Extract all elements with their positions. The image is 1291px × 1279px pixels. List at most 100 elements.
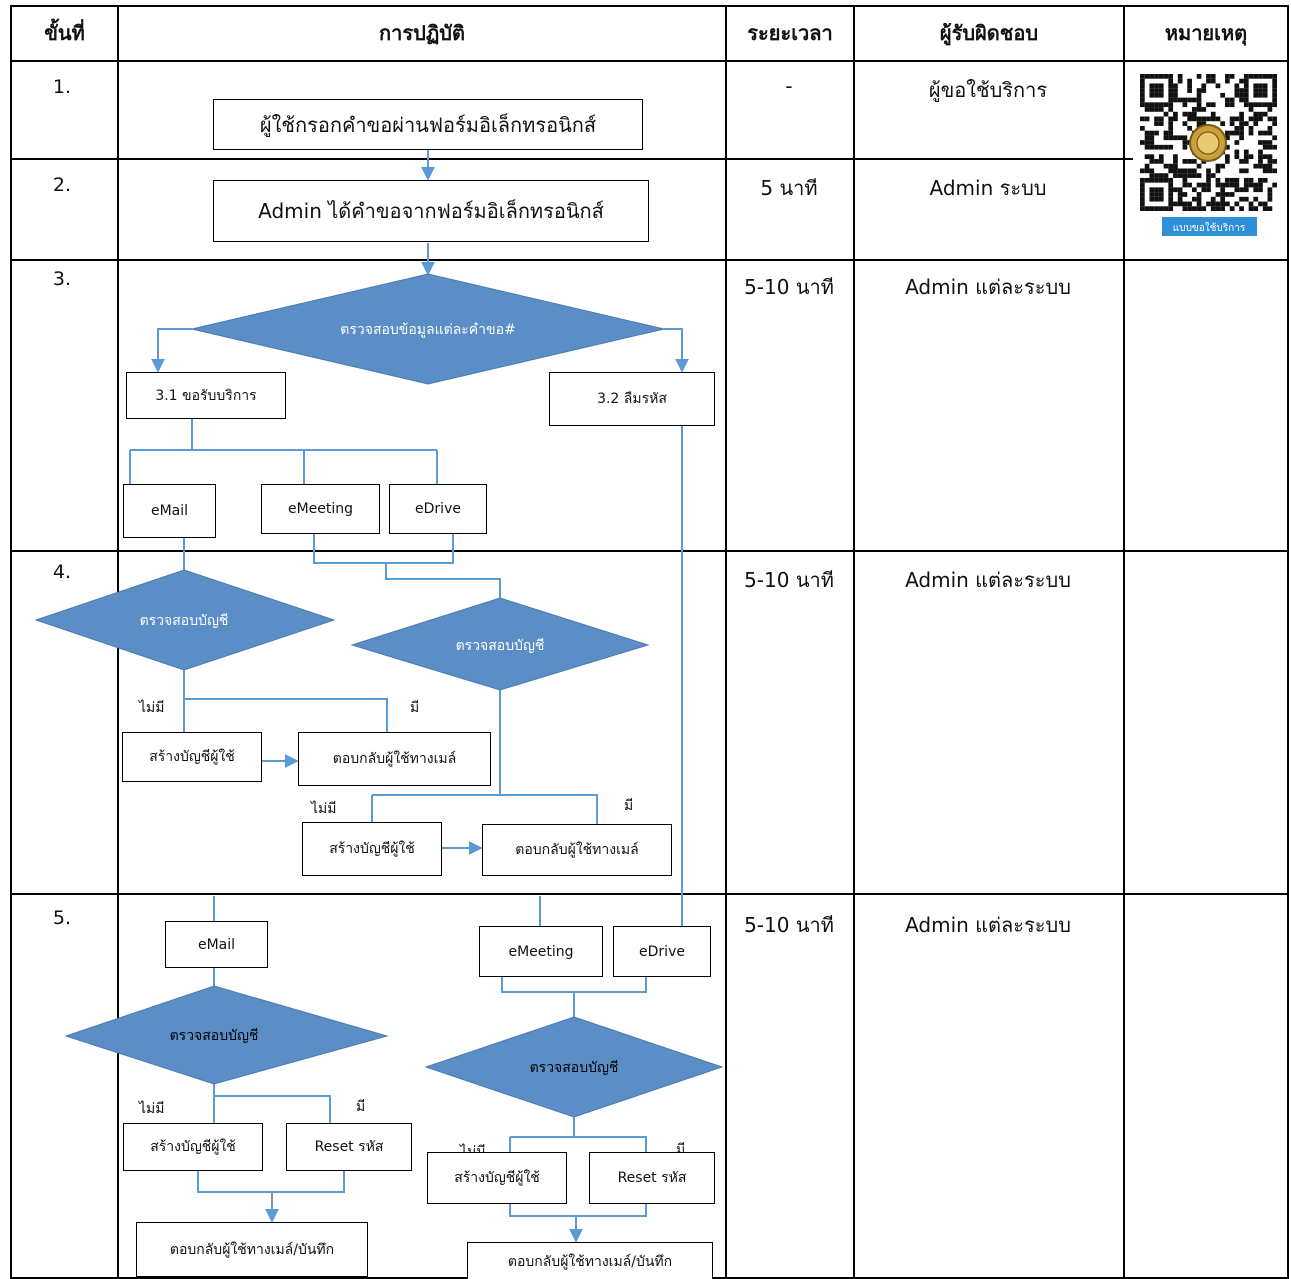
qr-module [1243,159,1249,164]
duration-value: - [785,74,793,98]
duration-value: 5 นาที [760,176,818,200]
qr-module [1177,168,1183,174]
qr-module [1262,163,1268,169]
qr-module [1262,102,1268,108]
qr-module [1206,116,1211,122]
qr-module [1158,206,1164,211]
owner-value: Admin ระบบ [929,176,1047,200]
qr-module [1262,154,1268,160]
qr-module [1173,173,1178,178]
table-col-divider [853,5,855,1279]
step-number: 2. [52,174,72,196]
qr-module [1140,74,1145,79]
qr-module [1234,125,1240,131]
qr-module [1154,102,1159,108]
qr-module [1149,130,1155,136]
qr-module [1168,92,1174,98]
qr-module [1206,182,1211,188]
qr-module [1177,192,1183,197]
qr-module [1239,125,1244,131]
qr-module [1248,177,1254,183]
qr-module [1173,159,1178,164]
qr-module [1182,135,1188,141]
qr-module [1168,107,1174,112]
qr-module [1191,159,1197,164]
qr-module [1196,121,1202,126]
qr-module [1158,159,1164,164]
qr-module [1243,78,1249,84]
qr-module [1262,83,1268,89]
qr-module [1201,182,1207,188]
qr-module [1187,206,1192,211]
qr-module [1140,92,1145,98]
qr-module [1158,144,1164,150]
qr-module [1168,116,1174,122]
qr-module [1262,92,1268,98]
qr-module [1168,125,1174,131]
qr-module [1173,201,1178,207]
qr-module [1191,111,1197,117]
qr-module [1158,102,1164,108]
qr-module [1140,125,1145,131]
qr-module [1243,74,1249,79]
qr-module [1229,102,1235,108]
qr-module [1253,163,1259,169]
qr-module [1154,177,1159,183]
qr-module [1220,121,1226,126]
qr-module [1272,121,1277,126]
qr-module [1220,182,1226,188]
qr-module [1168,97,1174,103]
duration-value: 5-10 นาที [744,568,834,592]
qr-module [1225,97,1230,103]
qr-module [1168,201,1174,207]
qr-module [1182,102,1188,108]
qr-module [1258,88,1263,93]
qr-module [1258,201,1263,207]
owner-value: Admin แต่ละระบบ [905,913,1071,937]
qr-module [1220,92,1226,98]
qr-module [1272,168,1277,174]
qr-module [1210,78,1216,84]
qr-module [1220,163,1226,169]
reset-password-box: Reset รหัส [589,1152,715,1204]
qr-module [1225,102,1230,108]
qr-module [1229,97,1235,103]
qr-module [1173,92,1178,98]
diamond-label: ตรวจสอบบัญชี [455,638,545,654]
qr-module [1243,88,1249,93]
qr-module [1248,116,1254,122]
qr-module [1163,163,1169,169]
qr-module [1225,154,1230,160]
qr-module [1215,192,1221,197]
qr-module [1187,97,1192,103]
qr-module [1267,116,1273,122]
table-row-divider [10,158,1133,160]
qr-module [1258,182,1263,188]
qr-module [1258,111,1263,117]
qr-module [1210,102,1216,108]
qr-module [1191,97,1197,103]
qr-module [1144,107,1150,112]
qr-module [1262,88,1268,93]
qr-module [1163,130,1169,136]
qr-module [1144,74,1150,79]
qr-module [1215,201,1221,207]
qr-module [1225,135,1230,141]
qr-module [1253,206,1259,211]
qr-module [1234,140,1240,145]
qr-module [1272,135,1277,141]
qr-module [1272,92,1277,98]
qr-module [1258,74,1263,79]
qr-code-icon[interactable]: แบบขอใช้บริการ [1140,74,1277,236]
admin-receives-form-box: Admin ได้คำขอจากฟอร์มอิเล็กทรอนิกส์ [213,180,649,242]
qr-module [1158,154,1164,160]
no-label: ไม่มี [139,1101,165,1117]
qr-module [1262,140,1268,145]
qr-module [1258,92,1263,98]
table-col-divider [725,5,727,1279]
qr-module [1267,140,1273,145]
emeeting-service-box: eMeeting [479,926,603,977]
qr-module [1173,154,1178,160]
qr-module [1149,140,1155,145]
